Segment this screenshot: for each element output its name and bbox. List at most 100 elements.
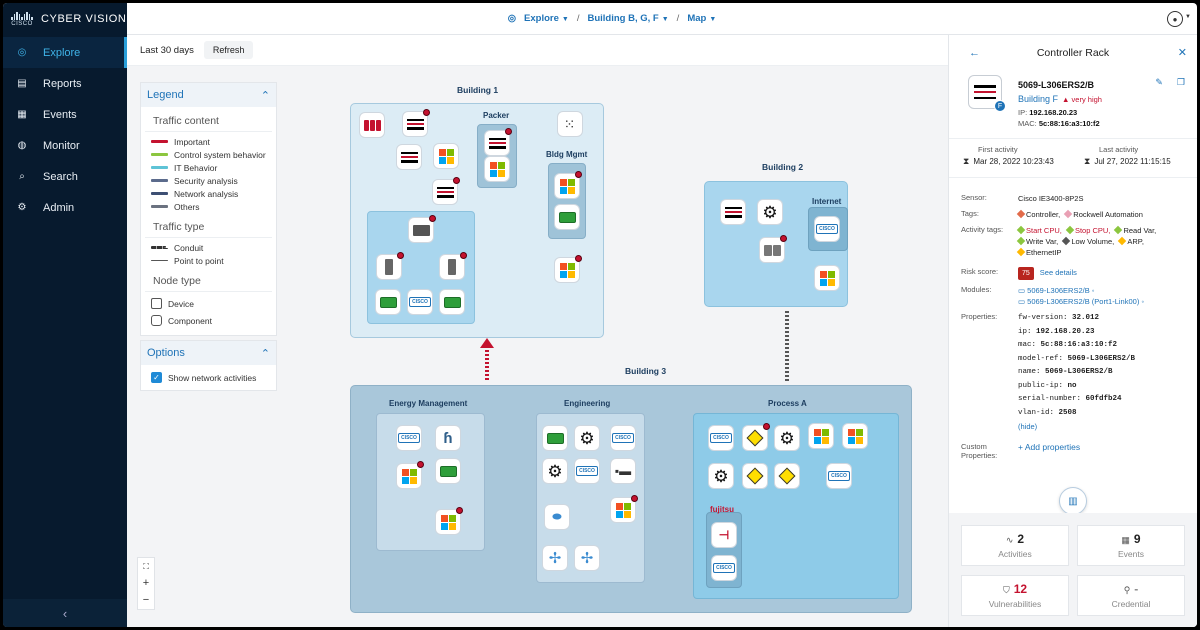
device-node[interactable]: CISCO xyxy=(397,426,421,450)
user-avatar-icon[interactable]: ● xyxy=(1167,11,1183,27)
events-tile[interactable]: ▦9 Events xyxy=(1077,525,1185,566)
node-type-component[interactable]: Component xyxy=(141,312,276,329)
device-node[interactable] xyxy=(377,252,404,279)
refresh-button[interactable]: Refresh xyxy=(203,41,254,59)
device-node[interactable]: ⬬ xyxy=(545,505,569,529)
period-label[interactable]: Last 30 days xyxy=(140,44,194,56)
device-node[interactable] xyxy=(809,424,833,448)
edit-icon[interactable]: ✎ xyxy=(1155,77,1163,87)
legend-header[interactable]: Legend ⌃ xyxy=(141,83,276,107)
sidebar-collapse-button[interactable]: ‹ xyxy=(3,599,127,627)
device-node[interactable] xyxy=(485,157,509,181)
device-node[interactable]: ⚙ xyxy=(575,426,599,450)
device-node[interactable] xyxy=(436,507,463,534)
add-properties-button[interactable]: + Add properties xyxy=(1018,441,1081,452)
device-node[interactable] xyxy=(775,464,799,488)
device-details-panel: ← Controller Rack ✕ F 5069-L306ERS2/B Bu… xyxy=(948,35,1197,627)
caret-down-icon[interactable]: ▼ xyxy=(1185,14,1191,20)
device-node[interactable]: CISCO xyxy=(827,464,851,488)
device-node[interactable] xyxy=(543,426,567,450)
device-node[interactable]: CISCO xyxy=(709,426,733,450)
node-type-device[interactable]: Device xyxy=(141,295,276,312)
device-node[interactable] xyxy=(760,235,787,262)
device-node[interactable]: ✢ xyxy=(543,546,567,570)
device-node[interactable]: ⚙ xyxy=(709,464,733,488)
device-node[interactable]: CISCO xyxy=(575,459,599,483)
device-node[interactable] xyxy=(743,464,767,488)
device-node[interactable] xyxy=(611,495,638,522)
device-node[interactable]: CISCO xyxy=(408,290,432,314)
copy-icon[interactable]: ❐ xyxy=(1176,77,1185,87)
chevron-up-icon[interactable]: ⌃ xyxy=(260,347,270,360)
pulse-icon: ∿ xyxy=(1005,535,1014,545)
building-2-title: Building 2 xyxy=(762,162,804,172)
device-node[interactable]: ⚙ xyxy=(543,459,567,483)
vulnerabilities-tile[interactable]: ⛉12 Vulnerabilities xyxy=(961,575,1069,616)
breadcrumb-preset[interactable]: Building B, G, F▼ xyxy=(587,13,669,24)
device-node[interactable] xyxy=(409,215,436,242)
device-node[interactable] xyxy=(376,290,400,314)
device-node[interactable]: ▪▬ xyxy=(611,459,635,483)
device-checkbox[interactable] xyxy=(151,298,162,309)
device-node[interactable]: CISCO xyxy=(611,426,635,450)
device-node[interactable] xyxy=(434,144,458,168)
device-node[interactable] xyxy=(436,459,460,483)
properties-row: Properties: fw-version: 32.012 ip: 192.1… xyxy=(961,312,1193,434)
device-node[interactable]: ✢ xyxy=(575,546,599,570)
see-details-link[interactable]: See details xyxy=(1039,268,1077,277)
fit-icon[interactable]: ⛶ xyxy=(143,562,149,571)
breadcrumb-explore[interactable]: Explore▼ xyxy=(524,13,569,24)
zoom-out-button[interactable]: − xyxy=(142,594,150,606)
device-node[interactable] xyxy=(440,290,464,314)
device-building[interactable]: Building F▲ very high xyxy=(1018,94,1102,104)
sidebar-item-reports[interactable]: ▤ Reports xyxy=(3,68,127,99)
options-panel: Options ⌃ ✓ Show network activities xyxy=(140,340,277,391)
zoom-in-button[interactable]: + xyxy=(142,577,150,589)
topbar: ◎ Explore▼ / Building B, G, F▼ / Map▼ ● … xyxy=(127,3,1197,35)
severity-badge: ▲ very high xyxy=(1062,95,1102,104)
show-network-checkbox[interactable]: ✓ xyxy=(151,372,162,383)
credential-tile[interactable]: ⚲- Credential xyxy=(1077,575,1185,616)
sidebar-item-explore[interactable]: ◎ Explore xyxy=(3,37,127,68)
group-internet[interactable] xyxy=(808,207,848,251)
device-node[interactable] xyxy=(397,461,424,488)
legend-item-security: Security analysis xyxy=(141,174,276,187)
sidebar-item-events[interactable]: ▦ Events xyxy=(3,99,127,130)
document-icon[interactable]: ▥ xyxy=(1059,487,1087,515)
module-link[interactable]: ▭ 5069-L306ERS2/B ◦ xyxy=(1018,286,1095,295)
device-node[interactable] xyxy=(555,205,579,229)
hide-properties-link[interactable]: (hide) xyxy=(1018,422,1038,431)
device-node[interactable] xyxy=(743,423,770,450)
chevron-up-icon[interactable]: ⌃ xyxy=(260,89,270,102)
device-node[interactable] xyxy=(397,145,421,169)
device-node[interactable] xyxy=(815,266,839,290)
device-node[interactable] xyxy=(721,200,745,224)
device-node[interactable] xyxy=(843,424,867,448)
sidebar-item-monitor[interactable]: ◍ Monitor xyxy=(3,130,127,161)
device-node[interactable]: CISCO xyxy=(815,217,839,241)
device-node[interactable]: ɦ xyxy=(436,426,460,450)
show-network-activities[interactable]: ✓ Show network activities xyxy=(141,369,276,386)
device-node[interactable]: ⁙ xyxy=(558,112,582,136)
device-node[interactable] xyxy=(360,113,384,137)
device-node[interactable] xyxy=(433,177,460,204)
module-link[interactable]: ▭ 5069-L306ERS2/B (Port1-Link00) ◦ xyxy=(1018,297,1145,306)
device-node[interactable]: ⚙ xyxy=(758,200,782,224)
component-checkbox[interactable] xyxy=(151,315,162,326)
device-node[interactable] xyxy=(485,128,512,155)
device-node[interactable]: CISCO xyxy=(712,556,736,580)
device-node[interactable]: ⚙ xyxy=(775,426,799,450)
device-node[interactable] xyxy=(555,171,582,198)
breadcrumb-view[interactable]: Map▼ xyxy=(687,13,717,24)
device-node[interactable] xyxy=(555,255,582,282)
activities-tile[interactable]: ∿2 Activities xyxy=(961,525,1069,566)
close-icon[interactable]: ✕ xyxy=(1177,47,1187,59)
options-header[interactable]: Options ⌃ xyxy=(141,341,276,365)
device-node[interactable]: ⊣ xyxy=(712,523,736,547)
device-node[interactable] xyxy=(403,109,430,136)
sidebar-item-search[interactable]: ⌕ Search xyxy=(3,161,127,192)
device-node[interactable] xyxy=(440,252,467,279)
sidebar-item-admin[interactable]: ⚙ Admin xyxy=(3,192,127,223)
back-arrow-icon[interactable]: ← xyxy=(969,47,980,59)
group-energy-management[interactable] xyxy=(376,413,485,551)
